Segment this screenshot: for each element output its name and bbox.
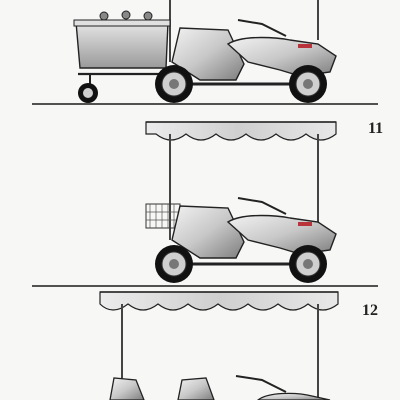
figure-number-12: 12 (362, 302, 378, 319)
figure-number-11: 11 (368, 120, 384, 137)
cart-with-canopy-and-basket-icon (32, 121, 378, 287)
cart-with-scalloped-canopy-icon (99, 291, 339, 400)
cart-with-trailer-icon (32, 0, 378, 105)
